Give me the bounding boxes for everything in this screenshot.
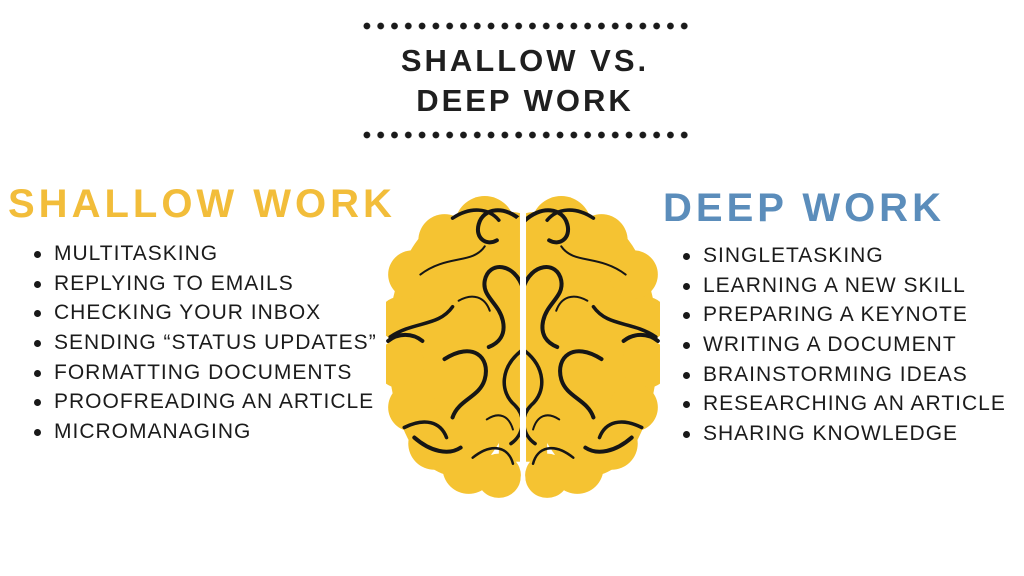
list-item: SINGLETASKING	[683, 244, 1019, 274]
list-item-label: PREPARING A KEYNOTE	[703, 303, 968, 327]
list-item-label: WRITING A DOCUMENT	[703, 333, 957, 357]
bullet-icon	[683, 371, 690, 379]
bullet-icon	[34, 429, 41, 437]
list-item: MICROMANAGING	[34, 420, 394, 450]
list-item: LEARNING A NEW SKILL	[683, 274, 1019, 304]
page-title: SHALLOW VS. DEEP WORK	[360, 41, 690, 121]
list-item-label: CHECKING YOUR INBOX	[54, 301, 322, 325]
list-item: FORMATTING DOCUMENTS	[34, 361, 394, 391]
bullet-icon	[683, 282, 690, 290]
shallow-work-heading: SHALLOW WORK	[8, 182, 396, 226]
list-item-label: LEARNING A NEW SKILL	[703, 273, 966, 297]
bullet-icon	[34, 340, 41, 348]
list-item-label: SINGLETASKING	[703, 244, 884, 267]
list-item-label: SENDING “STATUS UPDATES”	[54, 331, 377, 355]
list-item-label: REPLYING TO EMAILS	[54, 271, 294, 295]
list-item-label: PROOFREADING AN ARTICLE	[54, 390, 375, 414]
bullet-icon	[34, 310, 41, 318]
deep-work-list: SINGLETASKING LEARNING A NEW SKILL PREPA…	[663, 244, 1019, 452]
list-item-label: FORMATTING DOCUMENTS	[54, 360, 353, 384]
bullet-icon	[34, 251, 41, 258]
list-item-label: BRAINSTORMING IDEAS	[703, 362, 968, 386]
list-item: BRAINSTORMING IDEAS	[683, 363, 1019, 393]
list-item: RESEARCHING AN ARTICLE	[683, 392, 1019, 422]
deep-work-heading: DEEP WORK	[663, 186, 945, 230]
dotted-divider-top	[360, 22, 690, 30]
dotted-divider-bottom	[360, 131, 690, 139]
deep-work-section: DEEP WORK SINGLETASKING LEARNING A NEW S…	[663, 186, 1019, 452]
bullet-icon	[683, 342, 690, 350]
shallow-work-section: SHALLOW WORK MULTITASKING REPLYING TO EM…	[8, 182, 394, 450]
bullet-icon	[34, 399, 41, 407]
list-item: PROOFREADING AN ARTICLE	[34, 390, 394, 420]
list-item-label: RESEARCHING AN ARTICLE	[703, 392, 1006, 416]
list-item-label: SHARING KNOWLEDGE	[703, 422, 959, 446]
brain-top-view-icon	[386, 192, 660, 508]
bullet-icon	[683, 253, 690, 260]
list-item: REPLYING TO EMAILS	[34, 272, 394, 302]
bullet-icon	[34, 280, 41, 288]
list-item: MULTITASKING	[34, 242, 394, 272]
bullet-icon	[34, 369, 41, 377]
list-item-label: MULTITASKING	[54, 242, 219, 265]
page-title-line2: DEEP WORK	[416, 83, 634, 118]
shallow-work-list: MULTITASKING REPLYING TO EMAILS CHECKING…	[8, 242, 394, 450]
page-title-line1: SHALLOW VS.	[400, 43, 650, 78]
bullet-icon	[683, 431, 690, 439]
bullet-icon	[683, 401, 690, 409]
title-banner: SHALLOW VS. DEEP WORK	[360, 22, 690, 139]
list-item: PREPARING A KEYNOTE	[683, 303, 1019, 333]
list-item-label: MICROMANAGING	[54, 420, 252, 444]
list-item: WRITING A DOCUMENT	[683, 333, 1019, 363]
list-item: CHECKING YOUR INBOX	[34, 301, 394, 331]
brain-illustration	[386, 188, 660, 508]
list-item: SENDING “STATUS UPDATES”	[34, 331, 394, 361]
list-item: SHARING KNOWLEDGE	[683, 422, 1019, 452]
bullet-icon	[683, 312, 690, 320]
